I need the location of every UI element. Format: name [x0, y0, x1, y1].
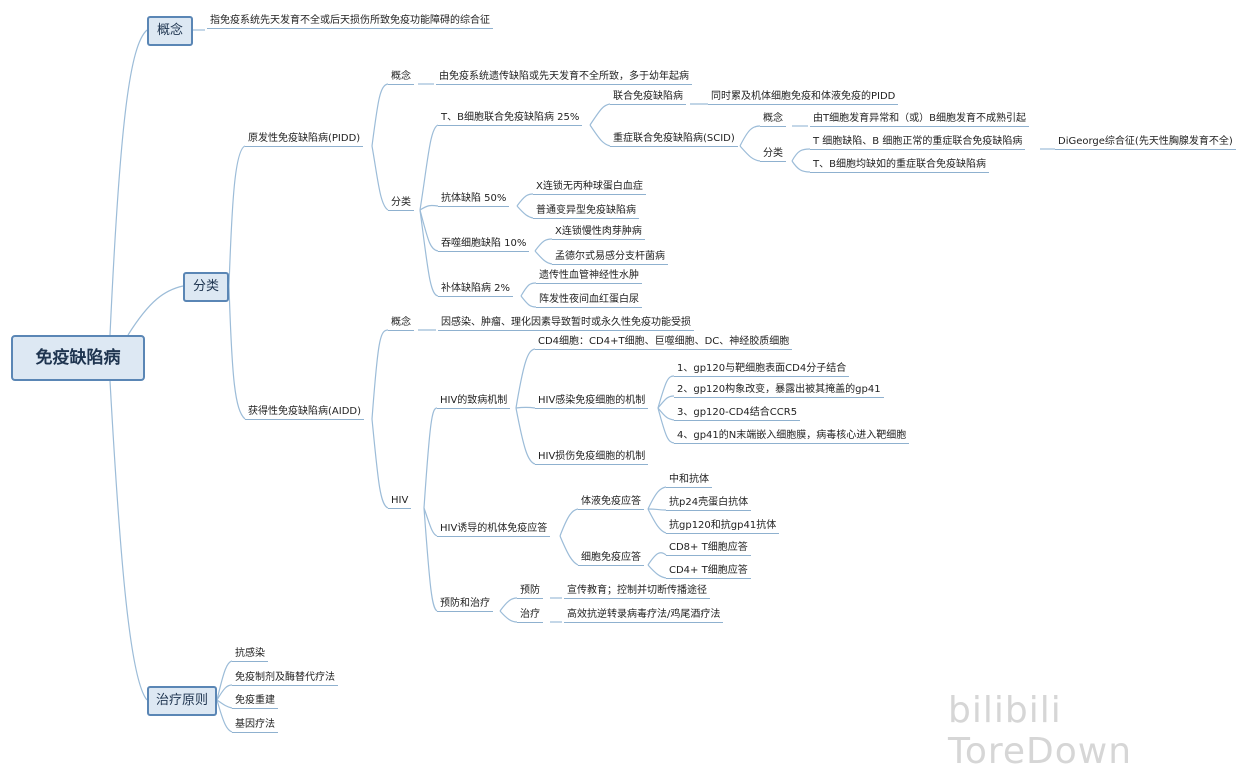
- watermark: bilibili ToreDown: [948, 690, 1133, 772]
- aidd-concept-label[interactable]: 概念: [388, 316, 414, 331]
- treatment-item-2: 免疫制剂及酶替代疗法: [232, 671, 338, 686]
- phagocyte-item-1: X连锁慢性肉芽肿病: [552, 225, 645, 240]
- antibody-item-1: X连锁无丙种球蛋白血症: [533, 180, 646, 195]
- scid-concept-label[interactable]: 概念: [760, 112, 786, 127]
- scid-concept-text: 由T细胞发育异常和（或）B细胞发育不成熟引起: [810, 112, 1029, 127]
- complement-node[interactable]: 补体缺陷病 2%: [438, 282, 514, 297]
- concept-text: 指免疫系统先天发育不全或后天损伤所致免疫功能障碍的综合征: [207, 14, 493, 29]
- treatment-item-4: 基因疗法: [232, 718, 278, 733]
- hiv-node[interactable]: HIV: [388, 494, 412, 509]
- hiv-infect-node[interactable]: HIV感染免疫细胞的机制: [535, 394, 649, 409]
- combined-node[interactable]: 联合免疫缺陷病: [610, 90, 686, 105]
- phagocyte-node[interactable]: 吞噬细胞缺陷 10%: [438, 237, 530, 252]
- prevent-label[interactable]: 预防: [517, 584, 543, 599]
- antibody-item-2: 普通变异型免疫缺陷病: [533, 204, 639, 219]
- humoral-node[interactable]: 体液免疫应答: [578, 495, 644, 510]
- complement-item-2: 阵发性夜间血红蛋白尿: [536, 293, 642, 308]
- prevent-text: 宣传教育；控制并切断传播途径: [564, 584, 710, 599]
- digeorge-node: DiGeorge综合征(先天性胸腺发育不全): [1055, 135, 1236, 150]
- scid-type-1[interactable]: T 细胞缺陷、B 细胞正常的重症联合免疫缺陷病: [810, 135, 1026, 150]
- treatment-item-3: 免疫重建: [232, 694, 278, 709]
- tb-combined-node[interactable]: T、B细胞联合免疫缺陷病 25%: [438, 111, 583, 126]
- scid-types-label[interactable]: 分类: [760, 147, 786, 162]
- cellular-node[interactable]: 细胞免疫应答: [578, 551, 644, 566]
- prevention-node[interactable]: 预防和治疗: [437, 597, 493, 612]
- infect-step-3: 3、gp120-CD4结合CCR5: [674, 406, 801, 421]
- root-node[interactable]: 免疫缺陷病: [11, 335, 145, 381]
- scid-type-2[interactable]: T、B细胞均缺如的重症联合免疫缺陷病: [810, 158, 989, 173]
- humoral-item-1: 中和抗体: [666, 473, 712, 488]
- combined-text: 同时累及机体细胞免疫和体液免疫的PIDD: [708, 90, 899, 105]
- cellular-item-2: CD4+ T细胞应答: [666, 564, 751, 579]
- humoral-item-3: 抗gp120和抗gp41抗体: [666, 519, 780, 534]
- hiv-mechanism-node[interactable]: HIV的致病机制: [437, 394, 511, 409]
- treat-text: 高效抗逆转录病毒疗法/鸡尾酒疗法: [564, 608, 724, 623]
- antibody-node[interactable]: 抗体缺陷 50%: [438, 192, 510, 207]
- infect-step-1: 1、gp120与靶细胞表面CD4分子结合: [674, 362, 850, 377]
- scid-node[interactable]: 重症联合免疫缺陷病(SCID): [610, 132, 738, 147]
- hiv-damage-node[interactable]: HIV损伤免疫细胞的机制: [535, 450, 649, 465]
- treat-label[interactable]: 治疗: [517, 608, 543, 623]
- treatment-node[interactable]: 治疗原则: [147, 686, 217, 716]
- pidd-concept-label[interactable]: 概念: [388, 70, 414, 85]
- pidd-types-label[interactable]: 分类: [388, 196, 414, 211]
- humoral-item-2: 抗p24壳蛋白抗体: [666, 496, 752, 511]
- aidd-concept-text: 因感染、肿瘤、理化因素导致暂时或永久性免疫功能受损: [438, 316, 694, 331]
- complement-item-1: 遗传性血管神经性水肿: [536, 269, 642, 284]
- cd4-cells-text: CD4细胞：CD4+T细胞、巨噬细胞、DC、神经胶质细胞: [535, 335, 793, 350]
- aidd-node[interactable]: 获得性免疫缺陷病(AIDD): [245, 405, 364, 420]
- connector-lines: [109, 29, 1055, 733]
- immune-response-node[interactable]: HIV诱导的机体免疫应答: [437, 522, 551, 537]
- concept-node[interactable]: 概念: [147, 16, 193, 46]
- pidd-concept-text: 由免疫系统遗传缺陷或先天发育不全所致，多于幼年起病: [436, 70, 692, 85]
- infect-step-4: 4、gp41的N末端嵌入细胞膜，病毒核心进入靶细胞: [674, 429, 910, 444]
- cellular-item-1: CD8+ T细胞应答: [666, 541, 751, 556]
- phagocyte-item-2: 孟德尔式易感分支杆菌病: [552, 250, 668, 265]
- pidd-node[interactable]: 原发性免疫缺陷病(PIDD): [245, 132, 364, 147]
- treatment-item-1: 抗感染: [232, 647, 268, 662]
- classification-node[interactable]: 分类: [183, 272, 229, 302]
- infect-step-2: 2、gp120构象改变，暴露出被其掩盖的gp41: [674, 383, 884, 398]
